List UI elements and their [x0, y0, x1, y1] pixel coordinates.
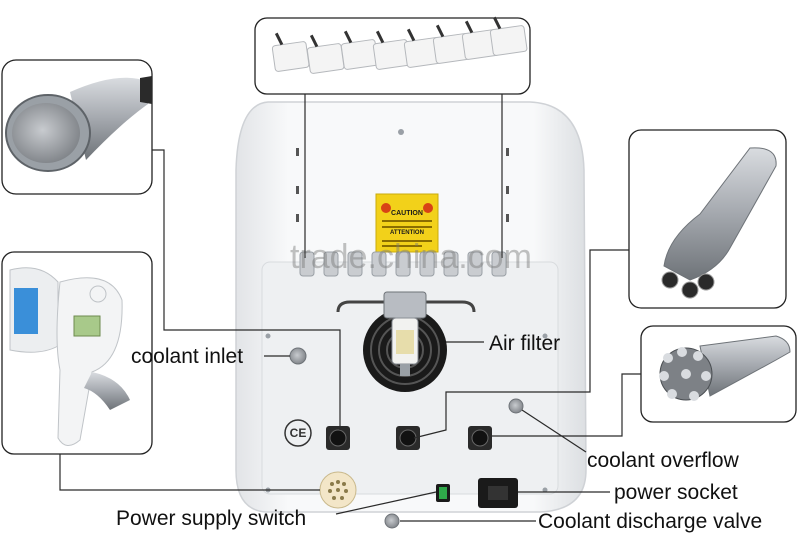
- label-power-supply-switch: Power supply switch: [116, 507, 307, 530]
- coolant-overflow-port: [508, 398, 524, 414]
- rf-handpiece: [659, 335, 791, 401]
- ce-mark: CE: [289, 426, 307, 440]
- connector-row: [299, 251, 507, 277]
- caution-sticker: [375, 193, 439, 253]
- label-coolant-overflow: coolant overflow: [587, 449, 739, 472]
- power-supply-inlet: [319, 471, 357, 509]
- caution-subtitle: ATTENTION: [390, 230, 424, 236]
- label-air-filter: Air filter: [489, 332, 561, 355]
- cryo-handpiece: [9, 267, 130, 446]
- label-coolant-discharge-valve: Coolant discharge valve: [538, 510, 763, 533]
- fan-and-air-filter: [336, 291, 476, 392]
- screw: [398, 129, 404, 135]
- ce-mark-ring: [284, 419, 312, 447]
- label-coolant-inlet: coolant inlet: [131, 345, 244, 368]
- roller-handpiece: [661, 147, 777, 299]
- electrode-pads: [271, 16, 528, 74]
- coolant-inlet-port: [289, 347, 307, 365]
- callout-lines: [59, 94, 641, 522]
- label-power-socket: power socket: [614, 481, 738, 504]
- round-connectors: [326, 426, 492, 450]
- watermark: trade.china.com: [290, 238, 532, 276]
- coolant-discharge-valve: [384, 513, 400, 529]
- caution-title: CAUTION: [391, 210, 423, 217]
- cavitation-handpiece: [5, 76, 152, 172]
